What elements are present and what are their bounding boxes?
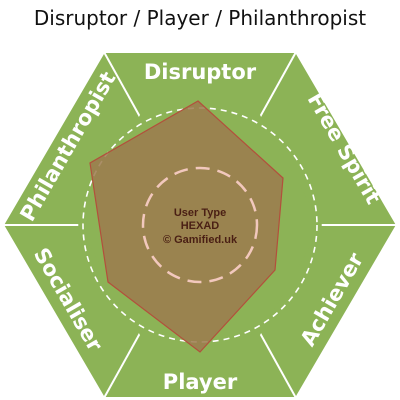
segment-label-player: Player bbox=[163, 370, 238, 394]
center-text-line2: HEXAD bbox=[181, 220, 220, 232]
center-text-line1: User Type bbox=[174, 207, 226, 219]
page-title: Disruptor / Player / Philanthropist bbox=[33, 6, 367, 30]
profile-polygon bbox=[89, 100, 284, 353]
center-text-line3: © Gamified.uk bbox=[163, 234, 238, 246]
inner-dashed-ring bbox=[141, 166, 259, 284]
segment-label-disruptor: Disruptor bbox=[144, 60, 257, 84]
